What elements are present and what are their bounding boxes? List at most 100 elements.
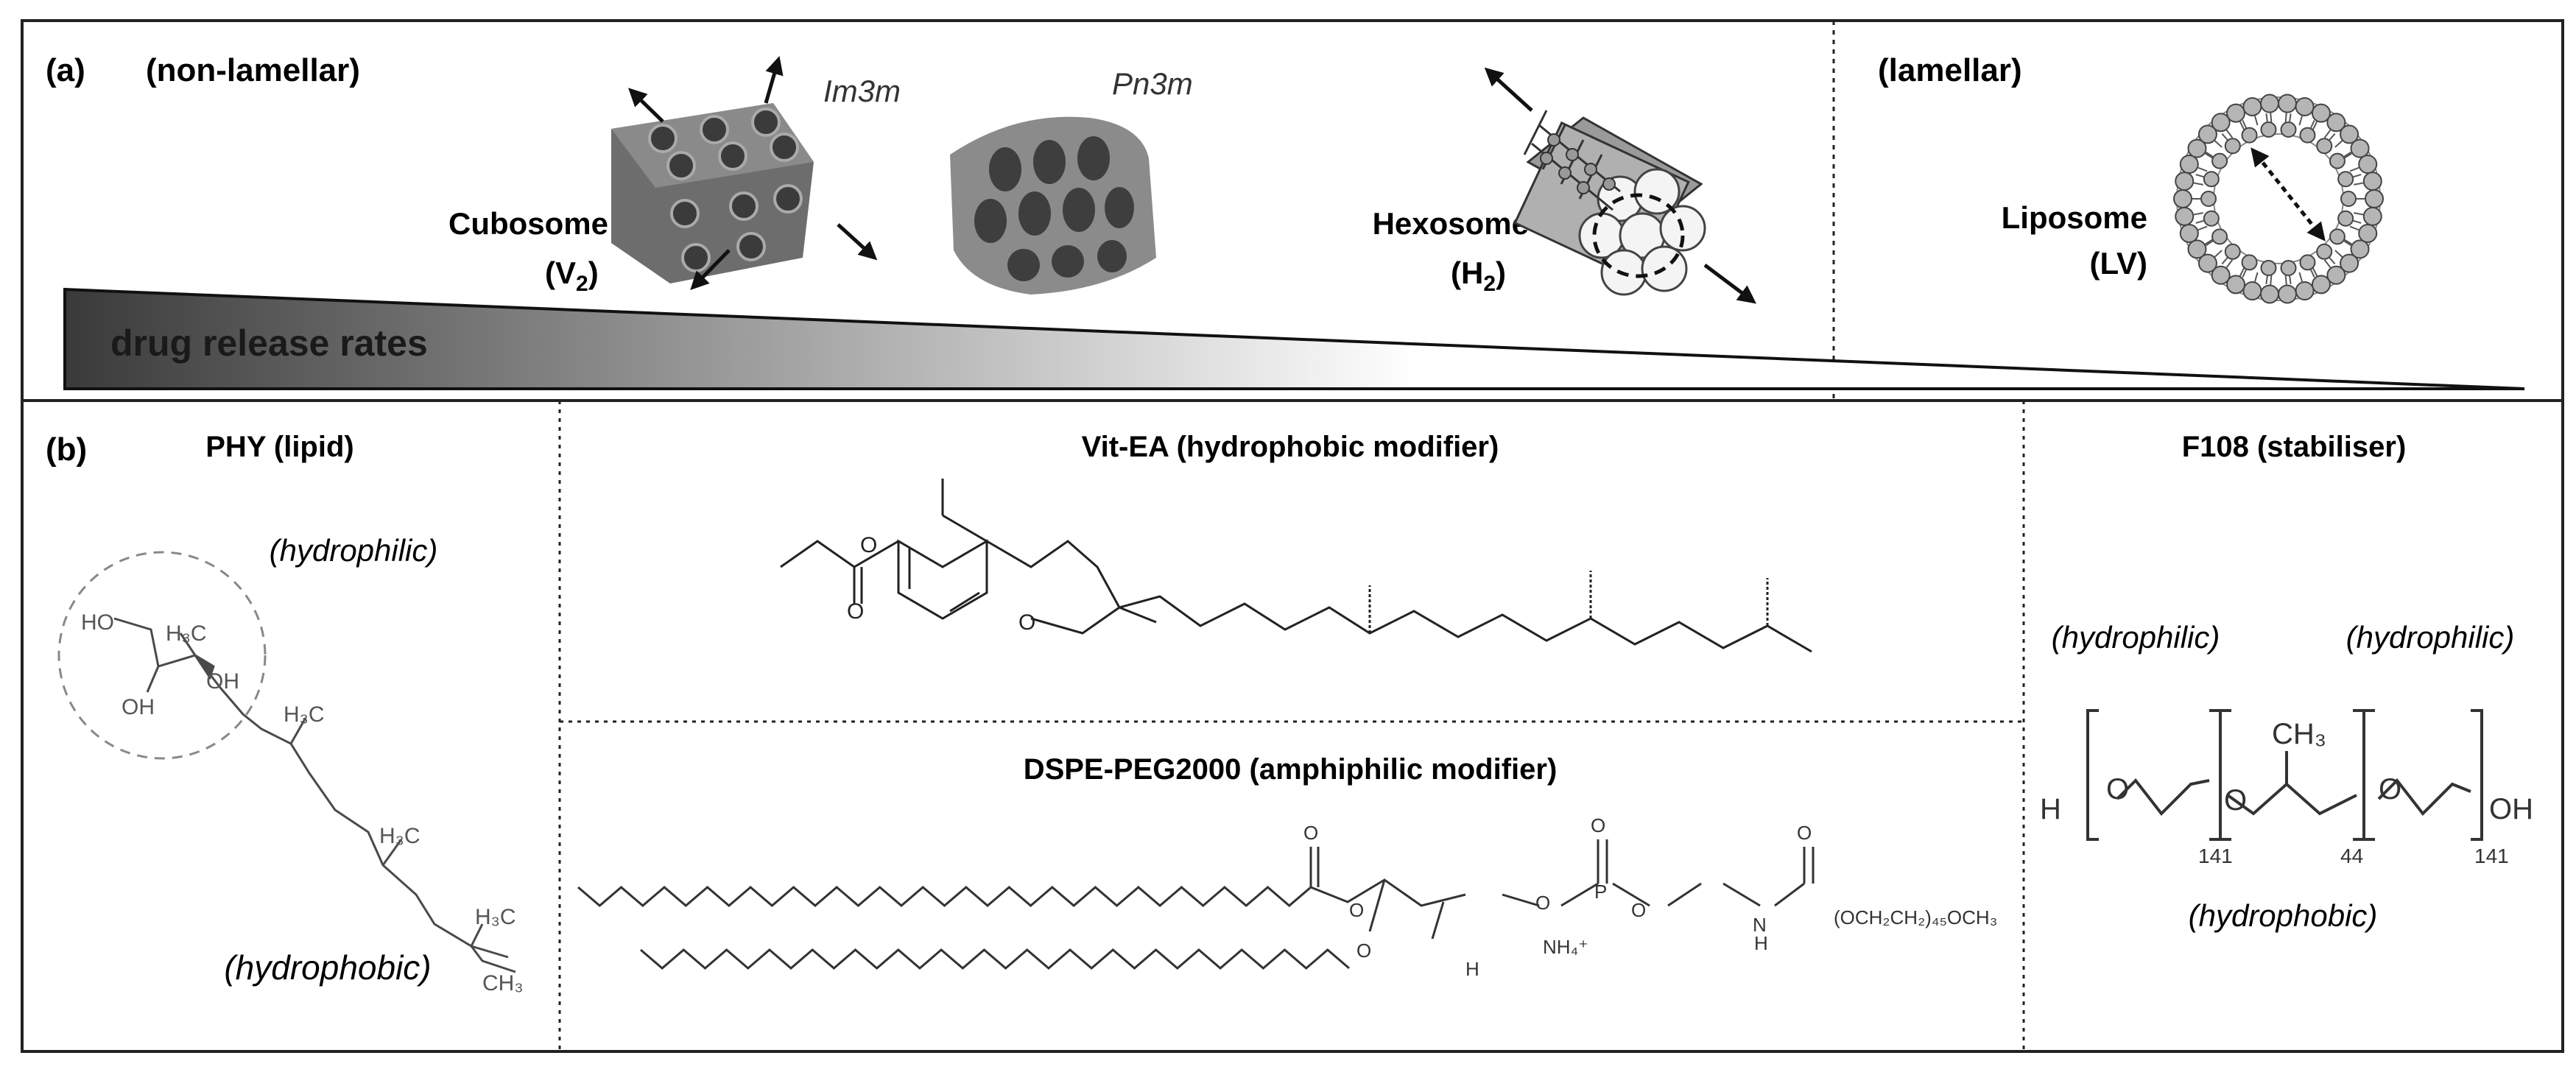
- svg-text:CH₃: CH₃: [2272, 718, 2326, 750]
- lipid-head: [2203, 171, 2220, 188]
- lipid-tail: [2343, 152, 2353, 160]
- svg-text:O: O: [1591, 814, 1605, 836]
- lipid-head: [2197, 124, 2217, 144]
- svg-text:OH: OH: [2489, 793, 2533, 825]
- lipid-head: [2362, 172, 2382, 191]
- lipid-head: [2260, 94, 2280, 113]
- lipid-head: [2224, 243, 2241, 260]
- lipid-tail: [2239, 120, 2245, 131]
- lipid-tail: [2298, 272, 2304, 283]
- lipid-head: [2277, 284, 2297, 304]
- lipid-head: [2226, 275, 2246, 295]
- lipid-head: [2175, 206, 2195, 226]
- lipid-head: [2260, 260, 2277, 277]
- svg-text:141: 141: [2474, 845, 2509, 867]
- svg-text:N: N: [1753, 914, 1767, 936]
- lipid-head: [2311, 275, 2331, 295]
- lipid-tail: [2288, 275, 2292, 284]
- lipid-head: [2241, 127, 2258, 144]
- lipid-tail: [2309, 120, 2315, 129]
- lipid-tail: [2253, 115, 2259, 126]
- lipid-head: [2280, 121, 2297, 138]
- cubosome-pn3m-icon: [950, 116, 1156, 295]
- lipid-head: [2340, 253, 2359, 273]
- lipid-tail: [2343, 151, 2351, 158]
- lipid-head: [2299, 127, 2316, 144]
- hexosome-icon: [1484, 67, 1756, 304]
- svg-text:O: O: [2106, 773, 2129, 806]
- phy-title: PHY (lipid): [205, 431, 353, 463]
- lipid-tail: [2352, 174, 2362, 178]
- lipid-head: [2277, 94, 2297, 113]
- lipid-tail: [2206, 239, 2214, 247]
- svg-text:H: H: [1465, 958, 1479, 980]
- lipid-head: [2316, 243, 2333, 260]
- lipid-tail: [2323, 259, 2332, 269]
- drug-release-label: drug release rates: [110, 322, 428, 364]
- lipid-head: [2179, 223, 2199, 243]
- hexosome-symbol: (H2): [1451, 255, 1506, 296]
- lipid-tail: [2343, 238, 2353, 245]
- svg-text:141: 141: [2198, 845, 2233, 867]
- lipid-tail: [2312, 120, 2318, 131]
- lipid-head: [2175, 172, 2195, 191]
- lipid-head: [2211, 152, 2228, 169]
- lipid-head: [2358, 223, 2378, 243]
- lipid-head: [2340, 191, 2357, 207]
- svg-text:H: H: [1754, 932, 1768, 954]
- vitea-structure: [780, 479, 1812, 653]
- liposome-icon: [2173, 94, 2384, 304]
- lipid-head: [2224, 138, 2241, 155]
- lipid-tail: [2352, 219, 2362, 224]
- svg-text:O: O: [1303, 822, 1318, 844]
- lipid-head: [2350, 138, 2370, 158]
- lipid-tail: [2329, 133, 2336, 141]
- lipid-tail: [2284, 112, 2287, 123]
- panel-a-label: (a): [46, 52, 85, 88]
- lipid-head: [2316, 138, 2333, 155]
- svg-text:O: O: [1631, 899, 1646, 921]
- panel-b-frame: [21, 399, 2564, 1053]
- lipid-tail: [2270, 275, 2273, 286]
- lipid-head: [2203, 210, 2220, 227]
- lipid-tail: [2349, 225, 2360, 231]
- svg-text:H: H: [2040, 793, 2061, 825]
- lipid-head: [2350, 239, 2370, 259]
- lipid-tail: [2284, 275, 2287, 286]
- svg-text:(OCH₂CH₂)₄₅OCH₃: (OCH₂CH₂)₄₅OCH₃: [1834, 906, 1997, 928]
- f108-title: F108 (stabiliser): [2182, 431, 2407, 463]
- lipid-tail: [2270, 112, 2273, 123]
- lamellar-label: (lamellar): [1878, 52, 2022, 88]
- lipid-tail: [2206, 151, 2214, 158]
- lipid-tail: [2239, 267, 2245, 278]
- cubosome-symbol: (V2): [545, 255, 599, 296]
- lipid-head: [2362, 206, 2382, 226]
- drug-release-wedge: [63, 287, 2525, 390]
- svg-text:H₃C: H₃C: [166, 621, 207, 646]
- lipid-tail: [2265, 113, 2269, 123]
- lipid-tail: [2329, 256, 2336, 265]
- f108-structure: [2086, 709, 2483, 841]
- lipid-head: [2358, 155, 2378, 175]
- dspe-title: DSPE-PEG2000 (amphiphilic modifier): [1024, 753, 1558, 786]
- cubosome-label: Cubosome: [448, 206, 608, 241]
- lipid-head: [2211, 265, 2231, 285]
- dspe-structure: [577, 839, 1815, 970]
- svg-text:O: O: [860, 533, 877, 557]
- svg-text:H₃C: H₃C: [284, 702, 325, 727]
- liposome-label: Liposome: [2002, 200, 2147, 235]
- svg-text:HO: HO: [81, 610, 114, 635]
- lipid-head: [2226, 103, 2246, 123]
- lipid-head: [2329, 152, 2346, 169]
- lipid-head: [2326, 265, 2346, 285]
- lipid-head: [2173, 189, 2192, 208]
- svg-text:O: O: [2224, 784, 2247, 817]
- cubosome-im3m-icon: [611, 55, 878, 290]
- lipid-tail: [2354, 212, 2365, 216]
- lipid-tail: [2312, 267, 2318, 278]
- svg-text:H₃C: H₃C: [379, 824, 420, 848]
- phy-hydrophobic: (hydrophobic): [224, 948, 431, 987]
